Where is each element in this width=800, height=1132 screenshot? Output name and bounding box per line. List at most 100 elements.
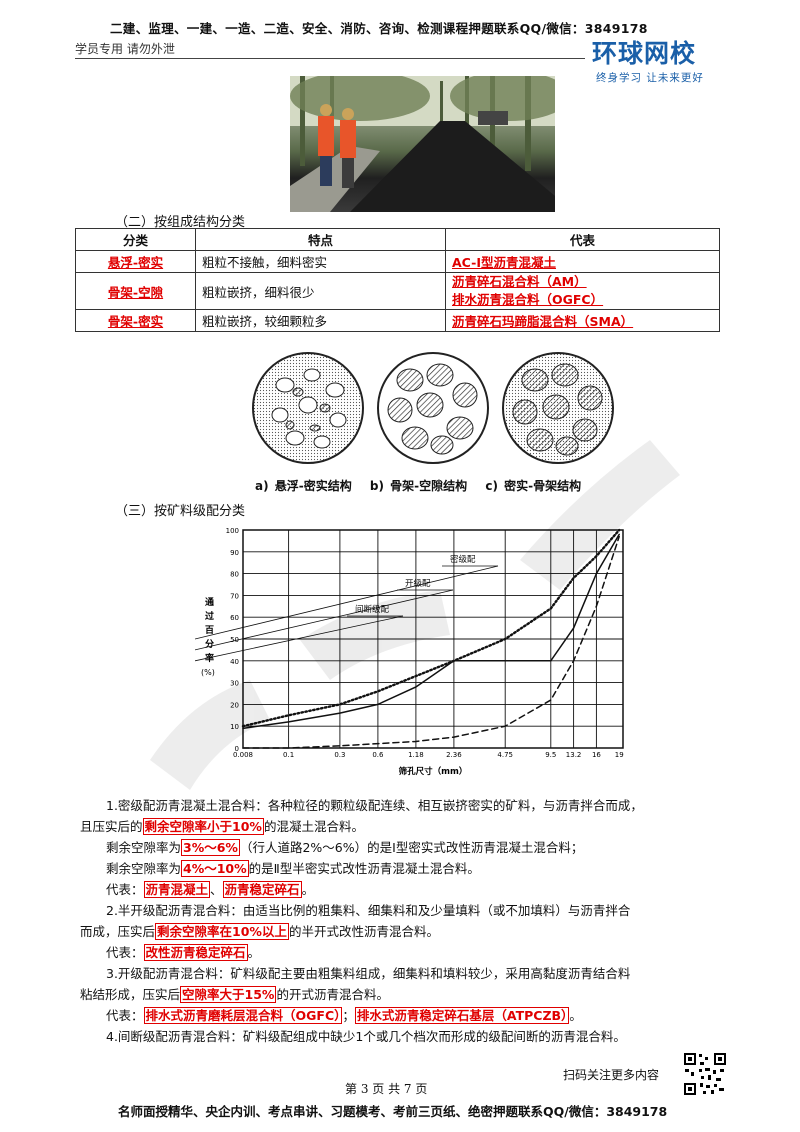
table-header: 分类: [75, 228, 196, 251]
y-tick-label: 20: [230, 701, 239, 709]
para-text: 剩余空隙率为: [106, 861, 182, 876]
feature-cell: 粗粒嵌挤，细料很少: [195, 272, 446, 310]
qr-label: 扫码关注更多内容: [563, 1068, 660, 1082]
para-text: 。: [247, 945, 261, 960]
paragraph-dense: 1.密级配沥青混凝土混合料：各种粒径的颗粒级配连续、相互嵌挤密实的矿料，与沥青拌…: [80, 795, 745, 817]
x-tick-label: 16: [592, 751, 601, 759]
x-tick-label: 9.5: [545, 751, 556, 759]
structure-diagram: [250, 350, 620, 470]
table-row: 骨架-空隙 粗粒嵌挤，细料很少 沥青碎石混合料（AM） 排水沥青混合料（OGFC…: [75, 272, 720, 310]
para-text: 的是Ⅱ型半密实式改性沥青混凝土混合料。: [248, 861, 480, 876]
feature-cell: 粗粒不接触，细料密实: [195, 250, 446, 273]
paragraph-open: 3.开级配沥青混合料：矿料级配主要由粗集料组成，细集料和填料较少，采用高黏度沥青…: [80, 963, 745, 985]
y-tick-label: 10: [230, 723, 239, 731]
y-tick-label: 50: [230, 636, 239, 644]
para-text: 且压实后的: [80, 819, 143, 834]
annotation-leader: [194, 589, 454, 651]
paragraph-dense-cont: 且压实后的剩余空隙率小于10%的混凝土混合料。: [80, 816, 745, 838]
annotation-leader: [194, 615, 404, 662]
paragraph-semi-open: 2.半开级配沥青混合料：由适当比例的粗集料、细集料和及少量填料（或不加填料）与沥…: [80, 900, 745, 922]
y-axis-label: 过: [205, 610, 214, 622]
representative-label: 沥青碎石混合料（AM）: [452, 274, 587, 289]
representative-cell: AC-Ⅰ型沥青混凝土: [445, 250, 720, 273]
highlight-box: 剩余空隙率小于10%: [142, 818, 264, 835]
brand-logo: 环球网校 终身学习 让未来更好: [592, 34, 742, 85]
representative-cell: 沥青碎石混合料（AM） 排水沥青混合料（OGFC）: [445, 272, 720, 310]
highlight-box: 沥青稳定碎石: [222, 881, 302, 898]
y-tick-label: 0: [235, 745, 239, 753]
header-divider: [75, 58, 585, 59]
highlight-box: 改性沥青稳定碎石: [143, 944, 248, 961]
logo-text: 环球网校: [592, 39, 697, 68]
skeleton-void-circle: [377, 352, 489, 464]
y-tick-label: 60: [230, 614, 239, 622]
series-annotation: 密级配: [450, 554, 476, 565]
category-label: 骨架-密实: [107, 314, 164, 329]
y-tick-label: 30: [230, 680, 239, 688]
category-label: 骨架-空隙: [107, 284, 164, 300]
highlight-box: 3%～6%: [181, 839, 240, 856]
y-tick-label: 90: [230, 549, 239, 557]
x-tick-label: 0.1: [283, 751, 294, 759]
representative-label: 沥青碎石玛蹄脂混合料（SMA）: [452, 314, 634, 329]
category-cell: 骨架-空隙: [75, 272, 196, 310]
x-axis-label: 筛孔尺寸（mm）: [398, 766, 468, 777]
x-tick-label: 0.6: [372, 751, 384, 759]
header-contact-line: 二建、监理、一建、一造、二造、安全、消防、咨询、检测课程押题联系QQ/微信：38…: [110, 21, 648, 36]
para-text: 3.开级配沥青混合料：矿料级配主要由粗集料组成，细集料和填料较少，采用高黏度沥青…: [106, 966, 631, 981]
structure-classification-table: 分类 特点 代表 悬浮-密实 粗粒不接触，细料密实 AC-Ⅰ型沥青混凝土 骨架-…: [75, 228, 720, 332]
table-row: 骨架-密实 粗粒嵌挤，较细颗粒多 沥青碎石玛蹄脂混合料（SMA）: [75, 309, 720, 332]
representative-label: 排水沥青混合料（OGFC）: [452, 292, 604, 307]
category-cell: 悬浮-密实: [75, 250, 196, 273]
para-text: 的开式沥青混合料。: [276, 987, 389, 1002]
qr-code-icon: [683, 1052, 727, 1096]
annotation-leader: [194, 565, 499, 640]
para-text: 2.半开级配沥青混合料：由适当比例的粗集料、细集料和及少量填料（或不加填料）与沥…: [106, 903, 631, 918]
para-text: 。: [301, 882, 315, 897]
para-text: 代表：: [106, 882, 144, 897]
highlight-box: 空隙率大于15%: [180, 986, 277, 1003]
paragraph-gap: 4.间断级配沥青混合料：矿料级配组成中缺少1个或几个档次而形成的级配间断的沥青混…: [80, 1026, 745, 1048]
y-axis-label: 通: [205, 596, 214, 608]
section-title-gradation: （三）按矿料级配分类: [115, 504, 246, 519]
paragraph-open-cont: 粘结形成，压实后空隙率大于15%的开式沥青混合料。: [80, 984, 745, 1006]
representative-label: AC-Ⅰ型沥青混凝土: [452, 255, 556, 270]
x-tick-label: 0.008: [233, 751, 253, 759]
series-line: [242, 533, 620, 730]
paragraph-open-reps: 代表：排水式沥青磨耗层混合料（OGFC）；排水式沥青稳定碎石基层（ATPCZB）…: [80, 1005, 745, 1027]
section-title-structure: （二）按组成结构分类: [115, 215, 246, 230]
highlight-box: 沥青混凝土: [143, 881, 211, 898]
suspended-dense-circle: [252, 352, 364, 464]
series-line: [242, 535, 620, 749]
paragraph-dense-reps: 代表：沥青混凝土、沥青稳定碎石。: [80, 879, 745, 901]
y-tick-label: 40: [230, 658, 239, 666]
table-header: 代表: [445, 228, 720, 251]
para-text: ；: [342, 1008, 355, 1023]
feature-cell: 粗粒嵌挤，较细颗粒多: [195, 309, 446, 332]
representative-cell: 沥青碎石玛蹄脂混合料（SMA）: [445, 309, 720, 332]
category-label: 悬浮-密实: [107, 255, 164, 270]
table-row: 悬浮-密实 粗粒不接触，细料密实 AC-Ⅰ型沥青混凝土: [75, 250, 720, 273]
paragraph-semi-open-reps: 代表：改性沥青稳定碎石。: [80, 942, 745, 964]
x-tick-label: 1.18: [408, 751, 424, 759]
para-text: 而成，压实后: [80, 924, 156, 939]
para-text: 粘结形成，压实后: [80, 987, 181, 1002]
y-tick-label: 70: [230, 592, 239, 600]
logo-slogan: 终身学习 让未来更好: [596, 72, 704, 84]
para-text: 的混凝土混合料。: [263, 819, 364, 834]
structure-diagram-caption: a) 悬浮-密实结构 b) 骨架-空隙结构 c) 密实-骨架结构: [255, 479, 582, 493]
para-text: 的半开式改性沥青混合料。: [288, 924, 439, 939]
para-text: （行人道路2%～6%）的是Ⅰ型密实式改性沥青混凝土混合料；: [239, 840, 584, 855]
para-text: 、: [210, 882, 223, 897]
paragraph-semi-open-cont: 而成，压实后剩余空隙率在10%以上的半开式改性沥青混合料。: [80, 921, 745, 943]
header-note: 学员专用 请勿外泄: [75, 42, 175, 56]
highlight-box: 排水式沥青磨耗层混合料（OGFC）: [143, 1007, 343, 1024]
dense-skeleton-circle: [502, 352, 614, 464]
page-number: 第 3 页 共 7 页: [345, 1082, 428, 1096]
series-annotation: 开级配: [405, 578, 431, 589]
x-tick-label: 4.75: [497, 751, 513, 759]
y-axis-label: (%): [201, 668, 215, 677]
para-text: 。: [569, 1008, 582, 1023]
para-text: 4.间断级配沥青混合料：矿料级配组成中缺少1个或几个档次而形成的级配间断的沥青混…: [106, 1029, 626, 1044]
